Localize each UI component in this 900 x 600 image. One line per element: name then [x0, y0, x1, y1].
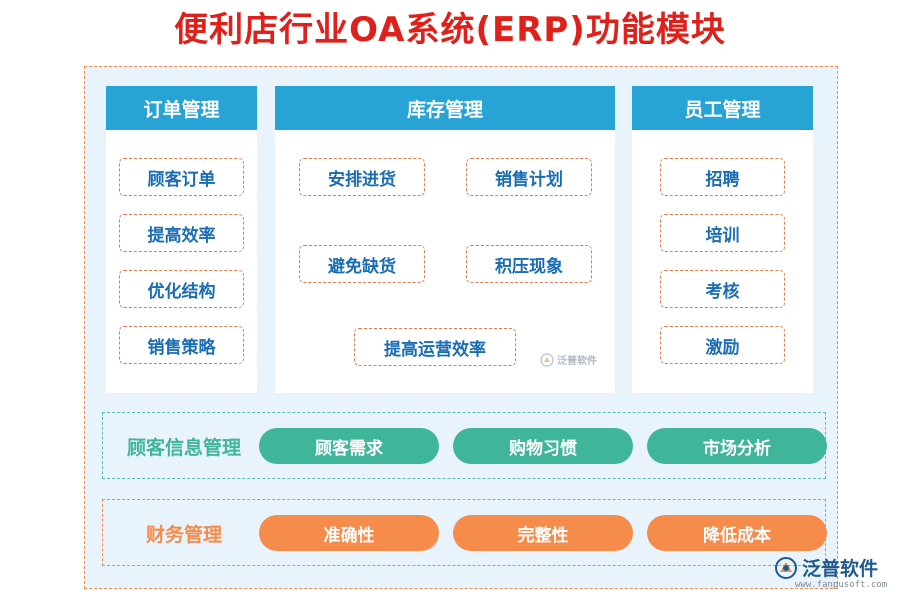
inventory-item-operational-efficiency: 提高运营效率 — [354, 328, 516, 366]
brand-name: 泛普软件 — [802, 558, 879, 580]
staff-item-motivate: 激励 — [660, 326, 785, 364]
panel-header-inventory: 库存管理 — [275, 86, 615, 130]
watermark-text: 泛普软件 — [557, 356, 597, 367]
order-item-sales-strategy: 销售策略 — [119, 326, 244, 364]
order-item-optimize-structure: 优化结构 — [119, 270, 244, 308]
panel-header-staff: 员工管理 — [632, 86, 813, 130]
panel-header-order: 订单管理 — [106, 86, 257, 130]
customer-pill-market-analysis: 市场分析 — [647, 428, 827, 464]
finance-pill-reduce-cost: 降低成本 — [647, 515, 827, 551]
customer-pill-habits: 购物习惯 — [453, 428, 633, 464]
finance-band: 财务管理 准确性 完整性 降低成本 — [102, 499, 827, 566]
inventory-item-overstock: 积压现象 — [466, 245, 592, 283]
brand-logo-icon — [775, 556, 797, 579]
watermark-icon — [540, 352, 554, 367]
order-item-customer-order: 顾客订单 — [119, 158, 244, 196]
staff-item-recruit: 招聘 — [660, 158, 785, 196]
staff-item-assess: 考核 — [660, 270, 785, 308]
customer-pill-needs: 顾客需求 — [259, 428, 439, 464]
inventory-management-panel: 库存管理 安排进货 销售计划 避免缺货 积压现象 提高运营效率 — [275, 86, 615, 393]
order-management-panel: 订单管理 顾客订单 提高效率 优化结构 销售策略 — [106, 86, 257, 393]
order-item-improve-efficiency: 提高效率 — [119, 214, 244, 252]
finance-label: 财务管理 — [145, 524, 222, 546]
finance-pill-integrity: 完整性 — [453, 515, 633, 551]
customer-info-band: 顾客信息管理 顾客需求 购物习惯 市场分析 — [102, 412, 827, 479]
diagram-title: 便利店行业OA系统(ERP)功能模块 — [174, 10, 726, 50]
inventory-item-avoid-shortage: 避免缺货 — [299, 245, 425, 283]
brand-url: www.fanpusoft.com — [795, 580, 888, 590]
finance-pill-accuracy: 准确性 — [259, 515, 439, 551]
customer-info-label: 顾客信息管理 — [126, 437, 241, 459]
inventory-item-sales-plan: 销售计划 — [466, 158, 592, 196]
staff-management-panel: 员工管理 招聘 培训 考核 激励 — [632, 86, 813, 393]
watermark-logo: 泛普软件 — [540, 352, 597, 367]
inventory-item-arrange-stock: 安排进货 — [299, 158, 425, 196]
brand-logo: 泛普软件 — [774, 554, 878, 581]
staff-item-train: 培训 — [660, 214, 785, 252]
